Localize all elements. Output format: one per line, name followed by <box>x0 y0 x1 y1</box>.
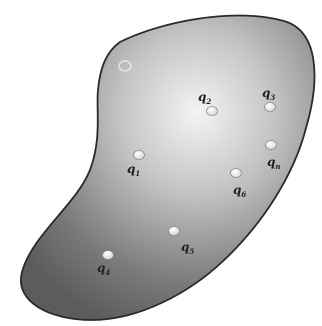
charge-point-4 <box>103 251 114 260</box>
charge-point-n <box>266 141 277 150</box>
charge-point-3 <box>265 103 276 112</box>
charge-point-2 <box>207 107 218 116</box>
charge-point-5 <box>169 227 180 236</box>
charge-point-6 <box>231 169 242 178</box>
charge-point-1 <box>134 151 145 160</box>
